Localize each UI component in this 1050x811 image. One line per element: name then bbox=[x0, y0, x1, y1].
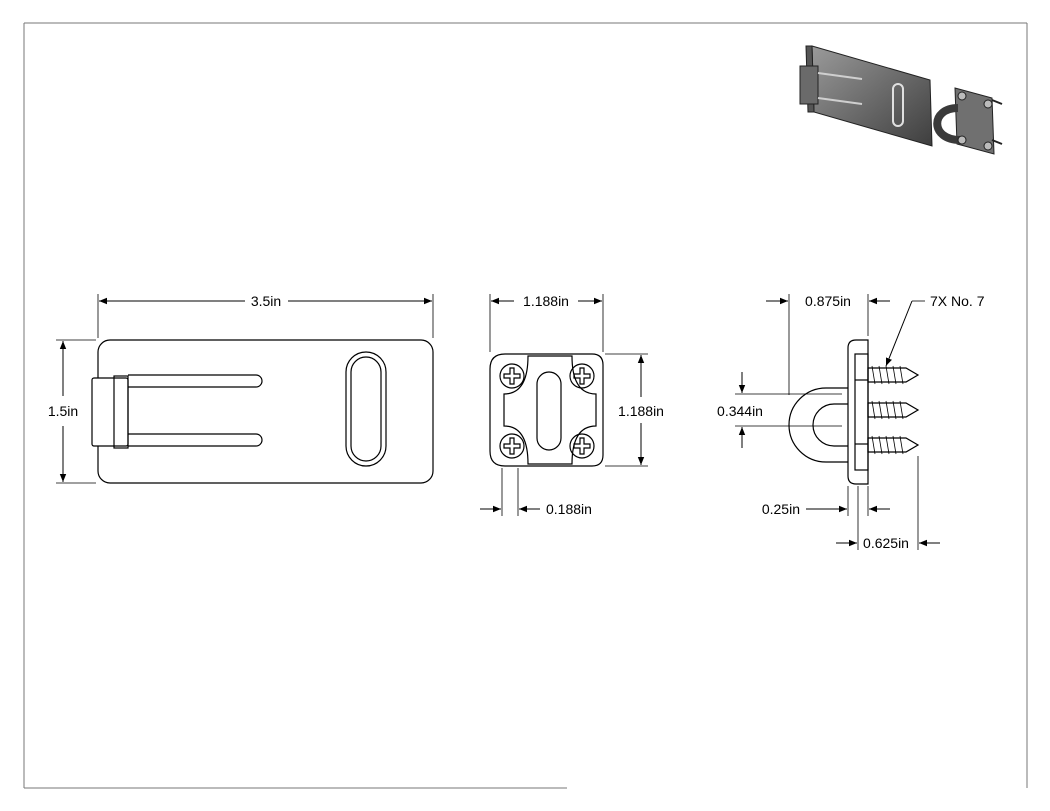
dim-plate-thickness-label: 0.25in bbox=[762, 501, 800, 517]
dim-hasp-width-label: 1.5in bbox=[48, 403, 78, 419]
staple-screw-top-left bbox=[499, 363, 525, 389]
dim-staple-width-label: 1.188in bbox=[523, 293, 569, 309]
staple-front-view bbox=[489, 353, 604, 467]
iso-staple bbox=[933, 87, 1003, 155]
hasp-front-view bbox=[91, 339, 434, 484]
staple-screw-bottom-right bbox=[569, 433, 595, 459]
dim-hasp-length: 3.5in bbox=[97, 293, 434, 338]
dim-staple-height: 1.188in bbox=[605, 353, 664, 467]
dim-staple-width: 1.188in bbox=[489, 293, 604, 352]
staple-screw-bottom-left bbox=[499, 433, 525, 459]
dim-screw-length: 0.625in bbox=[836, 456, 940, 551]
staple-screw-top-right bbox=[569, 363, 595, 389]
dim-hasp-length-label: 3.5in bbox=[251, 293, 281, 309]
dim-staple-height-label: 1.188in bbox=[618, 403, 664, 419]
dim-staple-edge: 0.188in bbox=[480, 468, 592, 517]
staple-side-view bbox=[788, 339, 920, 485]
dim-plate-thickness: 0.25in bbox=[762, 486, 890, 517]
dim-loop-height: 0.344in bbox=[717, 372, 842, 448]
isometric-preview bbox=[799, 45, 1003, 155]
dim-staple-edge-label: 0.188in bbox=[546, 501, 592, 517]
callout-screws-label: 7X No. 7 bbox=[930, 293, 985, 309]
side-screw-middle bbox=[867, 400, 920, 420]
iso-hasp bbox=[799, 45, 933, 147]
side-screw-top bbox=[867, 365, 920, 385]
dim-screw-length-label: 0.625in bbox=[863, 535, 909, 551]
dim-hasp-width: 1.5in bbox=[48, 339, 96, 484]
dim-side-depth: 0.875in bbox=[766, 293, 890, 395]
side-screw-bottom bbox=[867, 435, 920, 455]
dim-side-depth-label: 0.875in bbox=[805, 293, 851, 309]
dim-loop-height-label: 0.344in bbox=[717, 403, 763, 419]
callout-screws: 7X No. 7 bbox=[885, 293, 985, 367]
sheet-frame bbox=[23, 22, 1028, 789]
